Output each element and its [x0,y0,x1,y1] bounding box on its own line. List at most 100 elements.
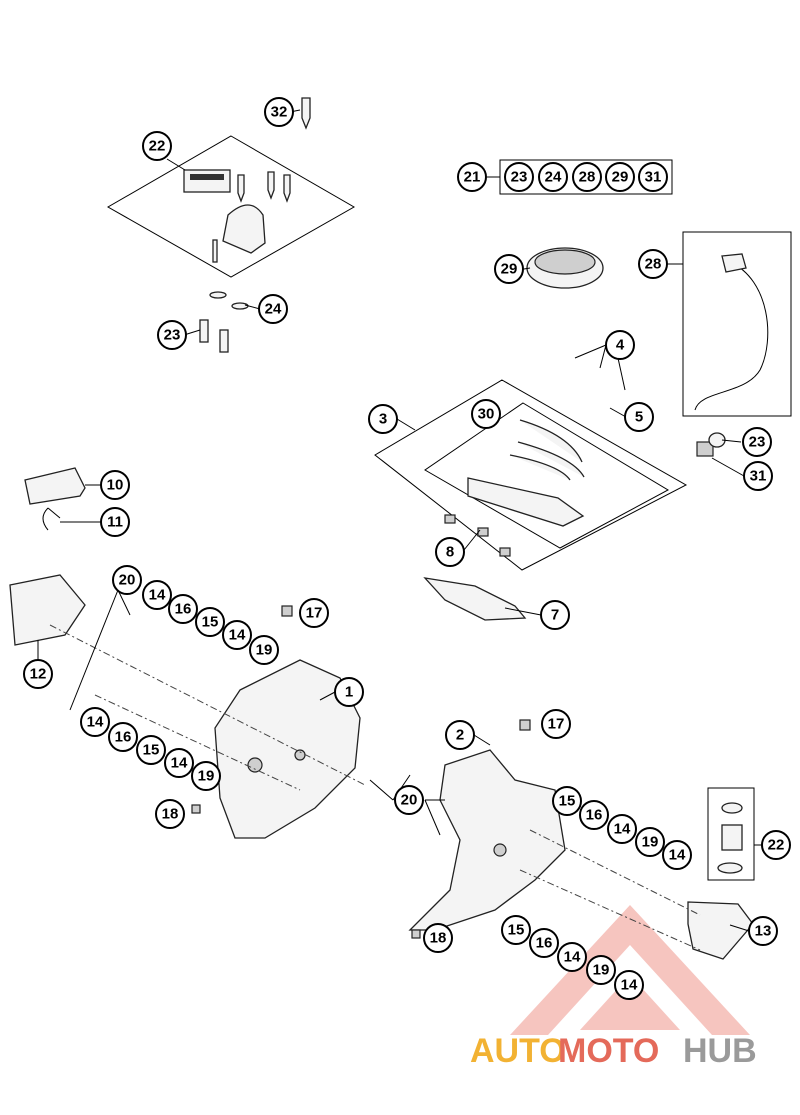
callout-15-d: 15 [501,915,531,945]
svg-text:28: 28 [579,169,596,186]
callout-18-a: 18 [155,799,185,829]
watermark-text: AUTO MOTO HUB [470,1032,757,1070]
callout-14-a: 14 [142,580,172,610]
svg-text:14: 14 [171,755,188,772]
svg-text:23: 23 [749,434,766,451]
pad-strip-2 [517,441,585,478]
svg-text:17: 17 [548,716,565,733]
fuel-cap-top [534,249,596,275]
callout-20-right: 20 [394,785,424,815]
svg-text:22: 22 [768,837,785,854]
svg-text:15: 15 [559,793,576,810]
svg-text:14: 14 [149,587,166,604]
kit-21-item-23: 23 [504,162,534,192]
callout-30: 30 [471,399,501,429]
svg-text:14: 14 [564,949,581,966]
svg-text:13: 13 [755,923,772,940]
lock-ring [717,862,743,874]
kit-22-frame [707,787,755,881]
callout-10: 10 [100,470,130,500]
svg-text:29: 29 [501,261,518,278]
svg-text:20: 20 [401,792,418,809]
callout-31: 31 [743,461,773,491]
svg-text:18: 18 [430,930,447,947]
washer-b [231,302,249,310]
svg-text:28: 28 [645,256,662,273]
bracket-12 [9,574,86,646]
callout-28: 28 [638,249,668,279]
svg-text:14: 14 [669,847,686,864]
callout-25: 23 [157,320,187,350]
release-cable [694,261,769,411]
svg-text:16: 16 [586,807,603,824]
leader-lines [37,109,764,932]
svg-text:24: 24 [265,301,282,318]
svg-text:14: 14 [229,627,246,644]
cover-10 [24,467,86,505]
callout-16-d: 16 [529,928,559,958]
callout-16-c: 16 [579,800,609,830]
frame-1-bushing [247,757,263,773]
svg-text:31: 31 [750,468,767,485]
svg-text:16: 16 [175,601,192,618]
kit-21-item-29: 29 [605,162,635,192]
bolt-25a [199,319,209,343]
callout-14-e: 14 [607,814,637,844]
callout-4: 4 [605,330,635,360]
washer-a [209,291,227,299]
kit-24-frame [106,135,356,278]
svg-text:19: 19 [256,642,273,659]
callout-19-d: 19 [586,955,616,985]
svg-text:19: 19 [593,962,610,979]
callout-7: 7 [540,600,570,630]
svg-text:14: 14 [87,714,104,731]
callout-14-b: 14 [222,620,252,650]
axis-1 [49,624,366,786]
svg-text:24: 24 [545,169,562,186]
callout-22: 22 [761,830,791,860]
key-3 [283,174,291,203]
kit-30-frame [424,402,670,549]
ignition-lock [222,204,266,254]
axis-3 [529,829,701,916]
kit-28-frame [682,231,792,417]
callout-12: 12 [23,659,53,689]
svg-text:14: 14 [621,977,638,994]
callout-3: 3 [368,404,398,434]
nut-18-right [411,929,421,939]
watermark-hub: HUB [683,1032,757,1070]
callout-14-g: 14 [557,942,587,972]
svg-text:18: 18 [162,806,179,823]
callout-16-b: 16 [108,722,138,752]
svg-text:14: 14 [614,821,631,838]
callout-14-f: 14 [662,840,692,870]
svg-text:23: 23 [164,327,181,344]
svg-text:8: 8 [446,544,454,561]
key-tag-label [183,169,231,193]
callout-32: 32 [264,97,294,127]
kit-3-frame [374,379,688,571]
nut-18-left [191,804,201,814]
svg-text:23: 23 [511,169,528,186]
pad-strip-1 [519,419,583,463]
key-2 [267,171,275,200]
svg-text:21: 21 [464,169,481,186]
callout-29: 29 [494,254,524,284]
svg-text:29: 29 [612,169,629,186]
key-32 [301,97,311,130]
callout-17-a: 17 [299,598,329,628]
callout-23: 23 [742,427,772,457]
kit-21-item-28: 28 [572,162,602,192]
callout-24: 22 [142,131,172,161]
plug-17-right [519,719,531,731]
callout-5: 5 [624,402,654,432]
svg-text:2: 2 [456,727,464,744]
lock-cylinder [721,824,743,851]
svg-text:12: 12 [30,666,47,683]
svg-text:5: 5 [635,409,643,426]
svg-text:15: 15 [202,614,219,631]
callout-11: 11 [100,507,130,537]
callout-1: 1 [334,677,364,707]
callout-14-h: 14 [614,970,644,1000]
svg-text:7: 7 [551,607,559,624]
